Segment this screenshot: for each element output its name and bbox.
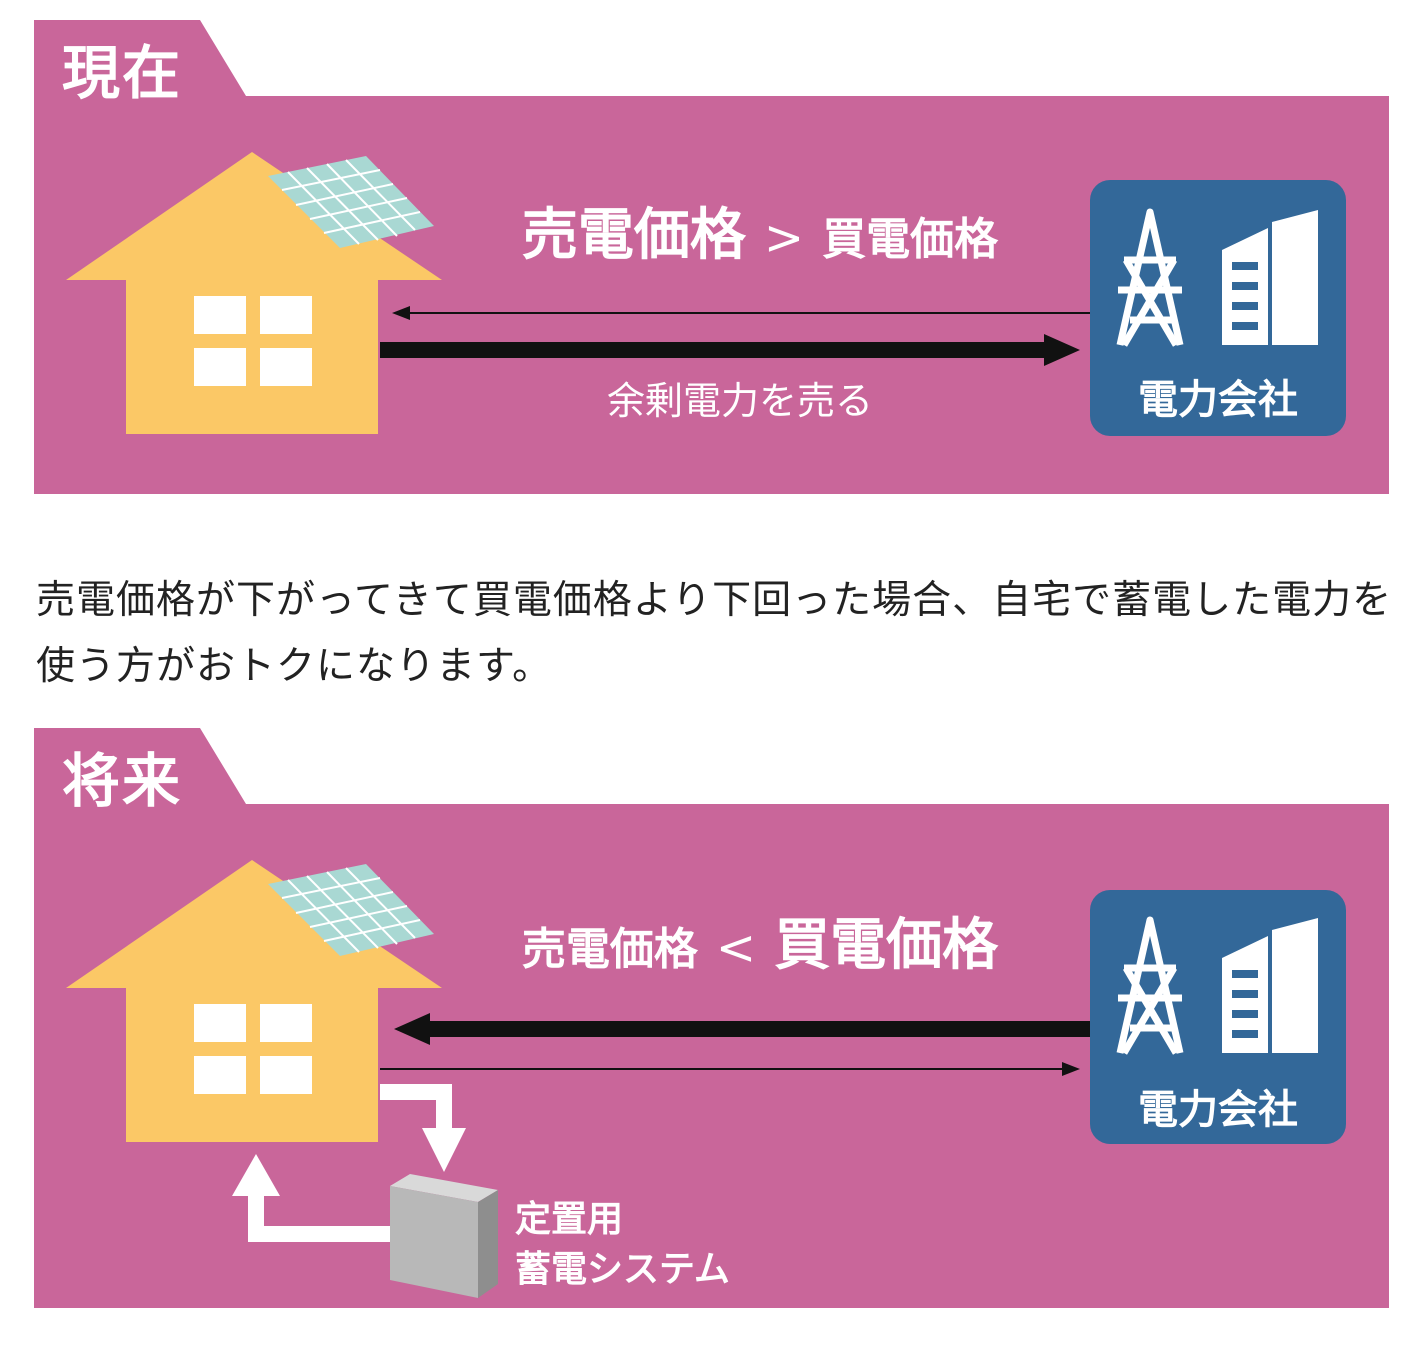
solar-panel-icon (268, 156, 434, 248)
sell-arrow-thick (380, 334, 1080, 366)
panel-tag: 将来 (62, 747, 183, 815)
power-tower-icon (1116, 208, 1184, 347)
panel-current-graphic (34, 20, 1389, 494)
comparison-operator: < (715, 920, 757, 976)
surplus-sell-label: 余剰電力を売る (606, 379, 873, 423)
storage-system-label: 定置用 蓄電システム (515, 1195, 730, 1295)
buy-price-label: 買電価格 (822, 214, 999, 265)
buy-price-label: 買電価格 (774, 913, 999, 978)
solar-panel-icon (268, 864, 434, 956)
charge-arrow (380, 1084, 466, 1172)
sell-price-label: 売電価格 (521, 203, 746, 268)
sell-arrow-thin (380, 1062, 1080, 1076)
price-comparison: 売電価格<買電価格 (460, 918, 1060, 974)
buy-arrow-thin (392, 306, 1090, 320)
explanation-text: 売電価格が下がってきて買電価格より下回った場合、自宅で蓄電した電力を使う方がおト… (36, 578, 1393, 689)
panel-future: 将来 売電価格 < 買電価格 電力会社 (0, 708, 1414, 1328)
panel-future-graphic (34, 728, 1389, 1308)
company-label: 電力会社 (1138, 1087, 1298, 1133)
battery-box-icon (390, 1174, 498, 1298)
building-icon (1222, 918, 1318, 1053)
sell-price-label: 売電価格 (521, 924, 698, 975)
power-tower-icon (1116, 916, 1184, 1055)
panel-current: 現在 売電価格 > 買電価格 余剰電力を売る 電力会社 (0, 0, 1414, 500)
discharge-arrow (232, 1154, 392, 1242)
buy-arrow-thick (394, 1013, 1090, 1045)
storage-label-line1: 定置用 (515, 1199, 624, 1240)
price-comparison: 売電価格>買電価格 (460, 208, 1060, 264)
storage-label-line2: 蓄電システム (515, 1249, 730, 1290)
building-icon (1222, 210, 1318, 345)
company-label: 電力会社 (1138, 377, 1298, 423)
comparison-operator: > (763, 210, 805, 266)
panel-tag: 現在 (62, 39, 183, 107)
